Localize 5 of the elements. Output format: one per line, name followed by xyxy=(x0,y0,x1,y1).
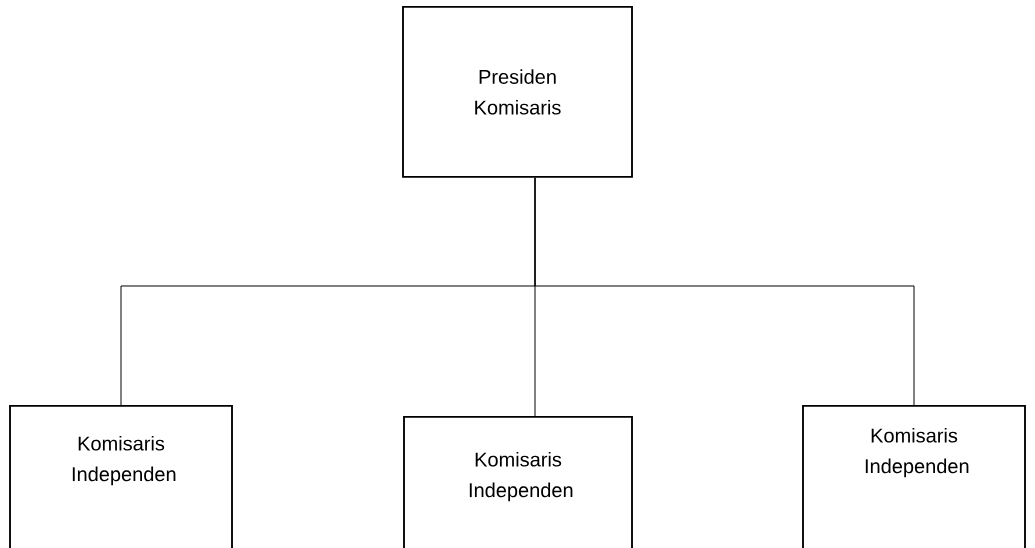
org-box: Komisaris Independen xyxy=(403,416,633,548)
org-box: Komisaris Independen xyxy=(802,405,1026,548)
org-box: Komisaris Independen xyxy=(9,405,233,548)
org-box: Presiden Komisaris xyxy=(402,6,633,178)
connector-line xyxy=(534,177,915,406)
